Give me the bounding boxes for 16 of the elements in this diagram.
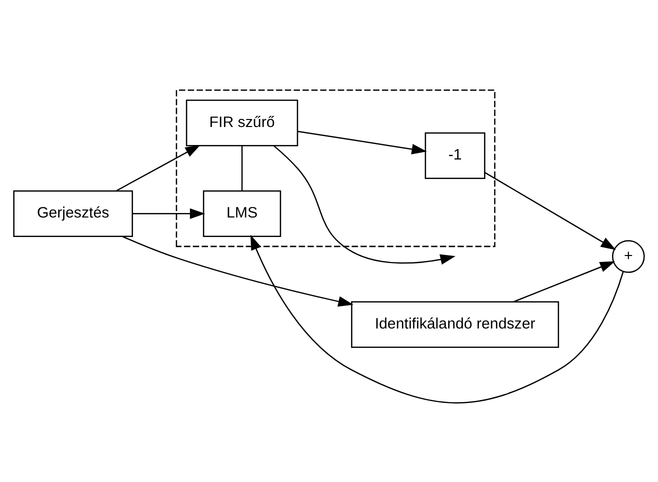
arrow <box>250 234 624 403</box>
arrow <box>122 235 354 306</box>
arrow <box>274 144 456 264</box>
arrow <box>484 172 616 250</box>
node-box: LMS <box>202 190 282 236</box>
node-circle: + <box>612 240 645 272</box>
arrow <box>132 208 206 218</box>
node-box: Gerjesztés <box>13 190 133 236</box>
cluster <box>176 89 496 247</box>
arrow <box>513 260 616 302</box>
node-box: -1 <box>424 132 486 178</box>
connector <box>241 145 243 190</box>
arrow <box>297 130 427 154</box>
arrow <box>116 144 200 191</box>
node-box: Identifikálandó rendszer <box>351 300 560 348</box>
node-box: FIR szűrő <box>186 99 298 146</box>
